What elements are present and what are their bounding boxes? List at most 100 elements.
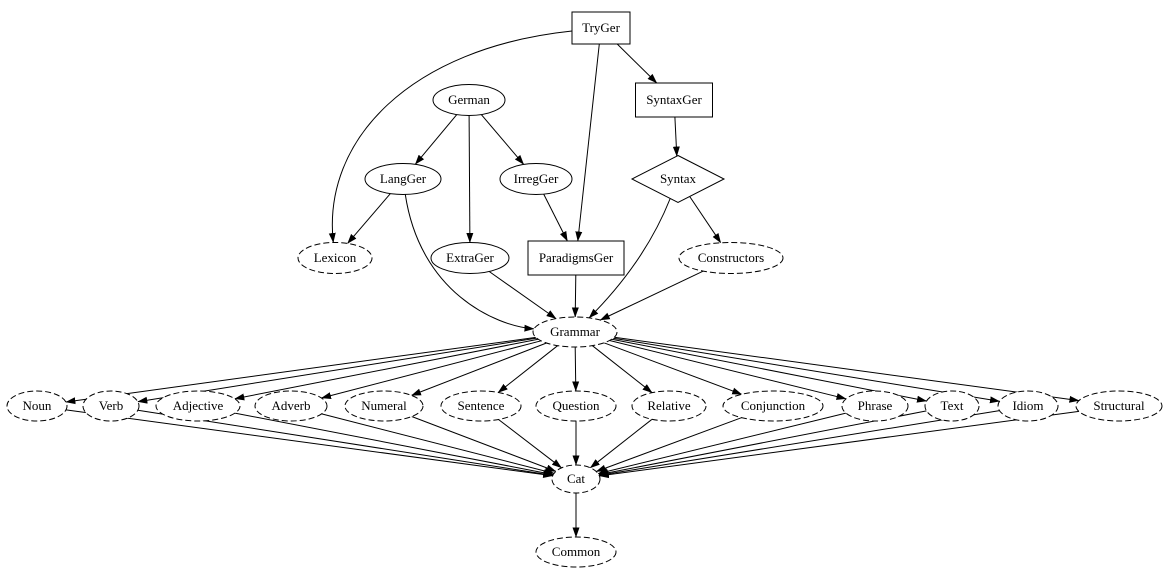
node-label: Noun — [23, 398, 52, 413]
node-Syntax: Syntax — [630, 154, 726, 204]
edge-Constructors-Grammar — [599, 270, 704, 321]
node-ExtraGer: ExtraGer — [430, 242, 510, 274]
edge-Syntax-Constructors — [689, 196, 722, 244]
node-label: ParadigmsGer — [539, 250, 614, 265]
edge-German-ExtraGer — [466, 115, 474, 243]
node-label: ExtraGer — [446, 250, 494, 265]
node-LangGer: LangGer — [364, 163, 442, 195]
node-Adjective: Adjective — [155, 390, 241, 422]
node-label: Question — [553, 398, 600, 413]
edge-Sentence-Cat — [498, 419, 562, 469]
edge-Structural-Cat — [598, 410, 1079, 479]
ellipse-shape — [722, 390, 824, 422]
ellipse-shape — [631, 390, 707, 422]
edge-Relative-Cat — [589, 418, 653, 469]
rect-shape — [635, 82, 713, 118]
edge-Grammar-Structural — [614, 336, 1080, 403]
rect-shape — [527, 240, 625, 276]
node-label: Relative — [647, 398, 691, 413]
node-Phrase: Phrase — [841, 390, 909, 422]
edge-ExtraGer-Grammar — [488, 271, 557, 320]
edge-Grammar-Idiom — [613, 337, 1000, 404]
ellipse-shape — [432, 84, 506, 116]
node-German: German — [432, 84, 506, 116]
node-label: Structural — [1093, 398, 1145, 413]
node-Constructors: Constructors — [678, 242, 784, 274]
node-label: Sentence — [458, 398, 505, 413]
node-label: Phrase — [858, 398, 893, 413]
ellipse-shape — [924, 390, 980, 422]
edge-Numeral-Cat — [411, 416, 557, 472]
ellipse-shape — [82, 390, 140, 422]
node-Sentence: Sentence — [440, 390, 522, 422]
node-label: Grammar — [550, 324, 600, 339]
ellipse-shape — [1075, 390, 1163, 422]
ellipse-shape — [440, 390, 522, 422]
edge-Idiom-Cat — [598, 410, 1000, 478]
edge-Grammar-Adjective — [234, 338, 539, 401]
node-Grammar: Grammar — [532, 316, 618, 348]
edge-LangGer-Grammar — [404, 194, 535, 332]
node-label: Common — [552, 544, 601, 559]
edge-Grammar-Sentence — [497, 345, 558, 393]
node-label: Syntax — [660, 171, 697, 186]
edge-SyntaxGer-Syntax — [672, 116, 680, 157]
ellipse-shape — [535, 390, 617, 422]
node-label: Adjective — [173, 398, 224, 413]
node-label: Idiom — [1012, 398, 1043, 413]
edge-IrregGer-ParadigmsGer — [543, 193, 568, 242]
edge-Grammar-Conjunction — [603, 342, 743, 395]
node-Relative: Relative — [631, 390, 707, 422]
node-label: Lexicon — [314, 250, 357, 265]
edge-ParadigmsGer-Grammar — [571, 274, 579, 318]
ellipse-shape — [155, 390, 241, 422]
ellipse-shape — [551, 464, 601, 494]
edge-German-IrregGer — [480, 114, 525, 165]
edge-Phrase-Cat — [597, 412, 847, 475]
edge-TryGer-ParadigmsGer — [575, 43, 600, 242]
rect-shape — [571, 11, 631, 45]
node-ParadigmsGer: ParadigmsGer — [527, 240, 625, 276]
ellipse-shape — [297, 242, 373, 274]
node-label: Cat — [567, 471, 585, 486]
ellipse-shape — [430, 242, 510, 274]
node-Common: Common — [535, 536, 617, 568]
edge-German-LangGer — [414, 114, 458, 165]
edge-Grammar-Question — [572, 346, 580, 392]
node-label: German — [448, 92, 490, 107]
edge-Grammar-Relative — [592, 345, 653, 394]
node-Question: Question — [535, 390, 617, 422]
node-IrregGer: IrregGer — [499, 163, 573, 195]
node-label: Text — [941, 398, 964, 413]
edge-Syntax-Grammar — [588, 198, 671, 319]
node-Text: Text — [924, 390, 980, 422]
node-Lexicon: Lexicon — [297, 242, 373, 274]
ellipse-shape — [254, 390, 328, 422]
ellipse-shape — [532, 316, 618, 348]
node-Conjunction: Conjunction — [722, 390, 824, 422]
node-label: Constructors — [698, 250, 764, 265]
edge-Grammar-Adverb — [321, 340, 542, 399]
node-label: LangGer — [380, 171, 427, 186]
edge-layer — [65, 30, 1080, 538]
node-Adverb: Adverb — [254, 390, 328, 422]
node-SyntaxGer: SyntaxGer — [635, 82, 713, 118]
node-label: SyntaxGer — [646, 92, 702, 107]
edge-Conjunction-Cat — [595, 417, 742, 472]
node-label: Adverb — [272, 398, 311, 413]
ellipse-shape — [364, 163, 442, 195]
edge-Adverb-Cat — [321, 413, 555, 475]
edge-Grammar-Text — [611, 338, 927, 403]
edge-TryGer-SyntaxGer — [616, 43, 658, 84]
node-Cat: Cat — [551, 464, 601, 494]
node-label: TryGer — [582, 20, 620, 35]
node-Structural: Structural — [1075, 390, 1163, 422]
edge-Grammar-Noun — [65, 336, 536, 405]
edge-Grammar-Numeral — [411, 342, 547, 396]
ellipse-shape — [841, 390, 909, 422]
edge-LangGer-Lexicon — [347, 193, 391, 244]
edge-Grammar-Phrase — [609, 340, 847, 400]
